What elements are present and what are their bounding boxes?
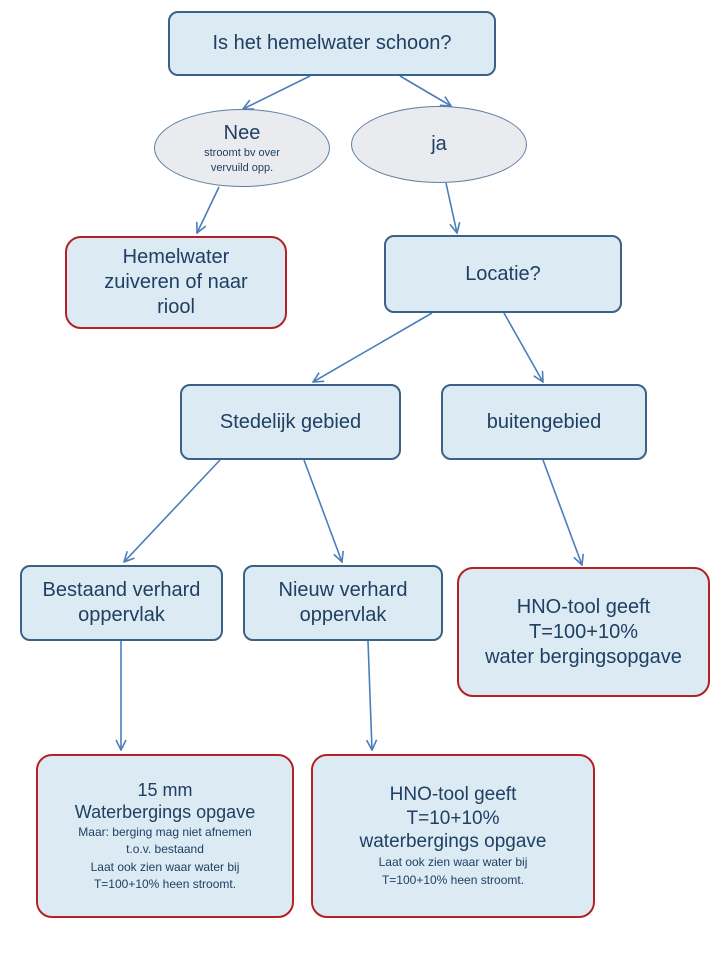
arrow-stedelijk-to-bestaand (124, 459, 221, 562)
nee-note-line2: vervuild opp. (210, 161, 274, 174)
locatie-text: Locatie? (465, 262, 541, 285)
buitengebied-text: buitengebied (486, 410, 602, 433)
hno-nieuw-line3: waterbergings opgave (359, 831, 547, 853)
zuiveren-line1: Hemelwater (122, 246, 230, 268)
mm15-note1: Maar: berging mag niet afnemen (78, 824, 252, 839)
arrow-question-to-nee (243, 75, 311, 109)
hno-buiten-box: HNO-tool geeft T=100+10% water bergingso… (457, 567, 710, 697)
mm15-line2: Waterbergings opgave (74, 802, 256, 823)
bestaand-box: Bestaand verhard oppervlak (20, 565, 223, 641)
hno-nieuw-note1: Laat ook zien waar water bij (378, 855, 528, 870)
arrow-nieuw-to-hno (368, 640, 372, 750)
mm15-note4: T=100+10% heen stroomt. (93, 876, 237, 891)
nee-label: Nee (223, 122, 261, 145)
arrow-question-to-ja (399, 75, 451, 106)
arrow-stedelijk-to-nieuw (303, 459, 342, 562)
hno-nieuw-line1: HNO-tool geeft (389, 783, 517, 805)
arrow-ja-to-locatie (445, 182, 457, 233)
arrow-nee-to-zuiveren (197, 186, 220, 233)
arrow-buitengebied-to-hno (542, 459, 582, 565)
hno-nieuw-note2: T=100+10% heen stroomt. (381, 872, 525, 887)
question-box: Is het hemelwater schoon? (168, 11, 496, 76)
hno-buiten-line2: T=100+10% (529, 620, 638, 643)
nee-ellipse: Nee stroomt bv over vervuild opp. (154, 109, 330, 187)
hno-buiten-line3: water bergingsopgave (485, 645, 682, 668)
hno-nieuw-box: HNO-tool geeft T=10+10% waterbergings op… (311, 754, 595, 918)
nieuw-line1: Nieuw verhard (278, 579, 408, 601)
nieuw-box: Nieuw verhard oppervlak (243, 565, 443, 641)
mm15-box: 15 mm Waterbergings opgave Maar: berging… (36, 754, 294, 918)
nee-note-line1: stroomt bv over (204, 147, 280, 160)
zuiveren-box: Hemelwater zuiveren of naar riool (65, 236, 287, 329)
buitengebied-box: buitengebied (441, 384, 647, 460)
locatie-box: Locatie? (384, 235, 622, 313)
ja-label: ja (431, 133, 447, 155)
mm15-line1: 15 mm (137, 779, 193, 800)
ja-ellipse: ja (351, 106, 527, 183)
mm15-note3: Laat ook zien waar water bij (90, 859, 240, 874)
arrow-locatie-to-buitengebied (503, 312, 543, 382)
zuiveren-line3: riool (157, 296, 195, 318)
nieuw-line2: oppervlak (299, 604, 387, 626)
hno-nieuw-line2: T=10+10% (406, 807, 500, 829)
stedelijk-text: Stedelijk gebied (219, 410, 362, 433)
arrow-locatie-to-stedelijk (313, 312, 433, 382)
bestaand-line2: oppervlak (78, 604, 165, 626)
mm15-note2: t.o.v. bestaand (126, 842, 204, 857)
zuiveren-line2: zuiveren of naar (104, 271, 248, 293)
hno-buiten-line1: HNO-tool geeft (516, 595, 651, 618)
bestaand-line1: Bestaand verhard (42, 579, 201, 601)
stedelijk-box: Stedelijk gebied (180, 384, 401, 460)
question-text: Is het hemelwater schoon? (212, 32, 452, 54)
